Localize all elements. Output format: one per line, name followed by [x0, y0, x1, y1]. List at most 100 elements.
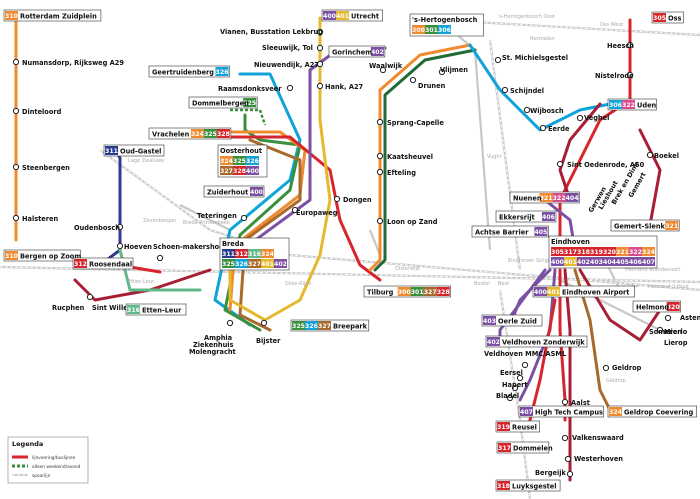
- station-box-label-oerlezuid: Oerle Zuid: [498, 317, 537, 325]
- label-amphia-1: Amphia: [204, 334, 232, 342]
- station-dot-lierop: [664, 314, 672, 322]
- legend-item-2: spoorlijn: [32, 473, 51, 479]
- station-dot-sprangcapelle: [376, 118, 384, 126]
- label-numansdorp: Numansdorp, Rijksweg A29: [22, 59, 124, 67]
- label-westerhoven: Westerhoven: [574, 455, 623, 463]
- station-box-label-dommelen: Dommelen: [513, 444, 553, 452]
- route-badge-310: [5, 251, 18, 260]
- station-box-ekkersrijt[interactable]: 406 Ekkersrijt: [495, 210, 557, 223]
- route-badge-400: [246, 166, 259, 175]
- route-number-406: 406: [542, 214, 555, 221]
- label-sintoedenrode: Sint Oedenrode, A50: [567, 161, 645, 169]
- route-number-319: 319: [497, 424, 510, 431]
- label-veldhovenmmc: Veldhoven MMC/ASML: [484, 350, 567, 358]
- route-badge-318: [497, 481, 510, 490]
- station-box-label-veldhovenzonderwijk: Veldhoven Zonderwijk: [502, 338, 585, 346]
- station-box-label-gemertslenk: Gemert-Slenk: [614, 222, 666, 230]
- station-dot-schoenmakershoek: [156, 254, 164, 262]
- rail-label-oisterwijk: Oisterwijk: [395, 266, 420, 272]
- route-number-324: 324: [642, 249, 656, 256]
- station-dot-vianen: [316, 28, 324, 36]
- label-europaweg: Europaweg: [296, 209, 338, 217]
- route-badge-401: [547, 287, 560, 296]
- route-number-327: 327: [318, 323, 331, 330]
- rail-label-eindhoven-strijp: Eindhoven Strijp-S: [508, 258, 554, 264]
- route-badge-402: [274, 259, 287, 268]
- route-badge-326: [215, 67, 229, 76]
- station-dot-valkenswaard: [561, 434, 569, 442]
- station-box-label-tilburg: Tilburg: [367, 288, 394, 296]
- station-box-label-helmond: Helmond: [636, 303, 669, 311]
- station-dot-efteling: [376, 168, 384, 176]
- label-rucphen: Rucphen: [52, 304, 85, 312]
- route-badge-328: [233, 166, 246, 175]
- route-number-402: 402: [274, 261, 287, 268]
- label-vlijmen: Vlijmen: [440, 66, 468, 74]
- station-box-label-vrachelen: Vrachelen: [152, 130, 190, 138]
- route-number-300: 300: [398, 289, 412, 296]
- route-number-310: 310: [5, 253, 19, 260]
- route-badge-402: [487, 337, 500, 346]
- route-badge-306: [438, 25, 451, 34]
- route-badge-318: [577, 247, 590, 256]
- route-badge-327: [248, 259, 261, 268]
- route-badge-406: [629, 257, 642, 266]
- label-dinteloord: Dinteloord: [22, 108, 62, 116]
- route-number-306: 306: [609, 102, 622, 109]
- route-badge-300: [412, 25, 425, 34]
- route-badge-403: [483, 316, 496, 325]
- station-dot-teteringen: [240, 214, 248, 222]
- rail-station-labels: Lage Zwaluwe Zevenbergen Breda Prinsenbe…: [128, 14, 689, 384]
- label-amphia-3: Molengracht: [189, 348, 236, 356]
- label-loonopzand: Loon op Zand: [387, 218, 438, 226]
- route-number-322: 322: [622, 102, 635, 109]
- rail-label-oss-west: Oss West: [600, 22, 623, 28]
- station-box-label-nuenen: Nuenen: [513, 194, 542, 202]
- route-badge-407: [642, 257, 655, 266]
- station-box-label-ettenleur: Etten-Leur: [142, 306, 182, 314]
- station-dot-eersel: [516, 374, 524, 382]
- station-box-label-ekkersrijt: Ekkersrijt: [499, 213, 535, 221]
- route-badge-305: [551, 247, 564, 256]
- route-number-312: 312: [235, 251, 248, 258]
- station-box-label-geldropcoevering: Geldrop Coevering: [624, 408, 693, 416]
- route-number-401: 401: [261, 261, 274, 268]
- route-number-328: 328: [233, 168, 246, 175]
- route-number-321: 321: [616, 249, 629, 256]
- station-dot-oudenbosch: [116, 223, 124, 231]
- station-dot-waalwijk: [379, 66, 387, 74]
- station-box-label-breda: Breda: [222, 240, 244, 248]
